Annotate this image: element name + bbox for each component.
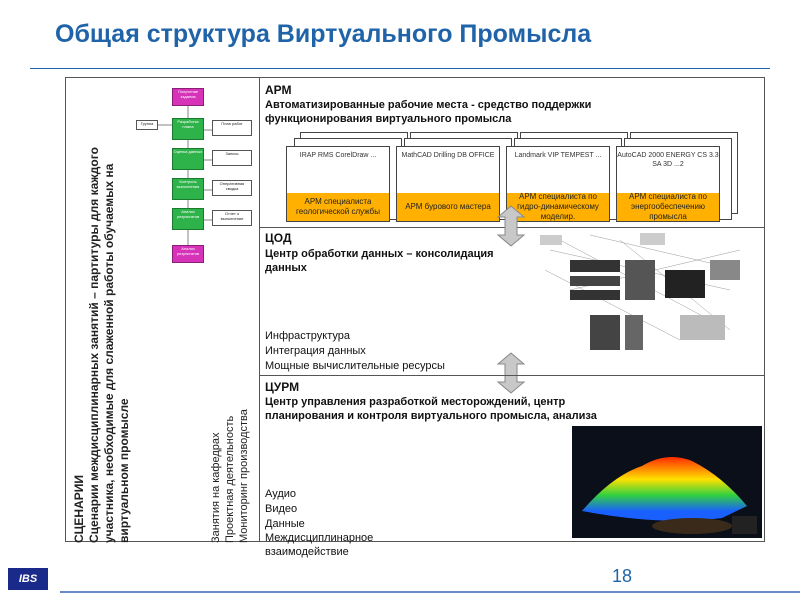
cod-item-integration: Интеграция данных: [265, 345, 366, 357]
arrow-arm-cod: [496, 205, 526, 247]
arm-heading-1: Автоматизированные рабочие места - средс…: [265, 99, 592, 111]
cod-item-compute: Мощные вычислительные ресурсы: [265, 360, 445, 372]
page-number: 18: [612, 566, 633, 586]
arm-card-hydro: Landmark VIP TEMPEST ... АРМ специалиста…: [506, 146, 610, 222]
arm-card-drilling-software: MathCAD Drilling DB OFFICE: [401, 152, 495, 159]
arm-card-geology-role: АРМ специалиста геологической службы: [287, 193, 389, 221]
arm-card-energy-role: АРМ специалиста по энергообеспечению про…: [617, 192, 719, 221]
arm-card-drilling: MathCAD Drilling DB OFFICE АРМ бурового …: [396, 146, 500, 222]
arm-card-hydro-role: АРМ специалиста по гидро-динамическому м…: [507, 192, 609, 221]
flow-step-4: Анализ результатов: [172, 208, 204, 230]
cod-item-infrastructure: Инфраструктура: [265, 330, 351, 342]
flow-note-2: Запись: [212, 150, 252, 166]
arm-card-geology: IRAP RMS CorelDraw ... АРМ специалиста г…: [286, 146, 390, 222]
curm-abbr: ЦУРМ: [265, 380, 300, 394]
arrow-cod-curm: [496, 352, 526, 394]
section-divider-2: [260, 375, 765, 376]
curm-item-interdisciplinary: Междисциплинарное: [265, 532, 374, 544]
curm-heading-2: планирования и контроля виртуального про…: [265, 410, 597, 422]
footer-line: [60, 591, 800, 593]
arm-card-energy-software: AutoCAD 2000 ENERGY CS 3.3 SA 3D ...2: [617, 152, 719, 168]
flow-step-2: Оценка данных: [172, 148, 204, 170]
arm-card-geology-software: IRAP RMS CorelDraw ...: [299, 152, 377, 159]
curm-heading-1: Центр управления разработкой месторожден…: [265, 396, 566, 408]
curm-item-data: Данные: [265, 518, 305, 530]
ibs-logo: IBS: [8, 568, 48, 590]
structure-frame: [65, 77, 765, 542]
activity-projects: Проектная деятельность: [224, 415, 236, 543]
scenarios-line3: виртуальном промысле: [117, 398, 131, 543]
flow-group: Группа: [136, 120, 158, 130]
title-underline: [30, 68, 770, 69]
flow-note-3: Оперативная сводка: [212, 180, 252, 196]
flow-note-4: Отчет о выполнении: [212, 210, 252, 226]
arm-heading-2: функционирования виртуального промысла: [265, 113, 512, 125]
flow-end: Анализ результатов: [172, 245, 204, 263]
reservoir-3d-visualization: [572, 426, 762, 538]
curm-item-audio: Аудио: [265, 488, 297, 500]
flow-start: Получение задания: [172, 88, 204, 106]
cod-heading-2: данных: [265, 262, 307, 274]
scenarios-title: СЦЕНАРИИ: [72, 474, 86, 543]
flow-note-1: План работ: [212, 120, 252, 136]
curm-item-video: Видео: [265, 503, 298, 515]
flow-step-1: Разработка плана: [172, 118, 204, 140]
flow-step-3: Контроль выполнения: [172, 178, 204, 200]
data-center-illustration: [540, 233, 741, 350]
curm-item-interaction: взаимодействие: [265, 546, 349, 558]
arm-card-hydro-software: Landmark VIP TEMPEST ...: [514, 152, 602, 159]
arm-card-energy: AutoCAD 2000 ENERGY CS 3.3 SA 3D ...2 АР…: [616, 146, 720, 222]
scenarios-column: [66, 78, 260, 541]
activity-departments: Занятия на кафедрах: [210, 432, 222, 544]
page-title: Общая структура Виртуального Промысла: [55, 20, 592, 48]
activity-monitoring: Мониторинг производства: [238, 409, 250, 543]
cod-abbr: ЦОД: [265, 231, 292, 245]
scenarios-line2: участника, необходимые для слаженной раб…: [102, 163, 116, 543]
cod-heading-1: Центр обработки данных – консолидация: [265, 248, 494, 260]
arm-card-drilling-role: АРМ бурового мастера: [397, 193, 499, 221]
arm-abbr: АРМ: [265, 83, 292, 97]
scenarios-line1: Сценарии междисциплинарных занятий – пар…: [87, 147, 101, 543]
